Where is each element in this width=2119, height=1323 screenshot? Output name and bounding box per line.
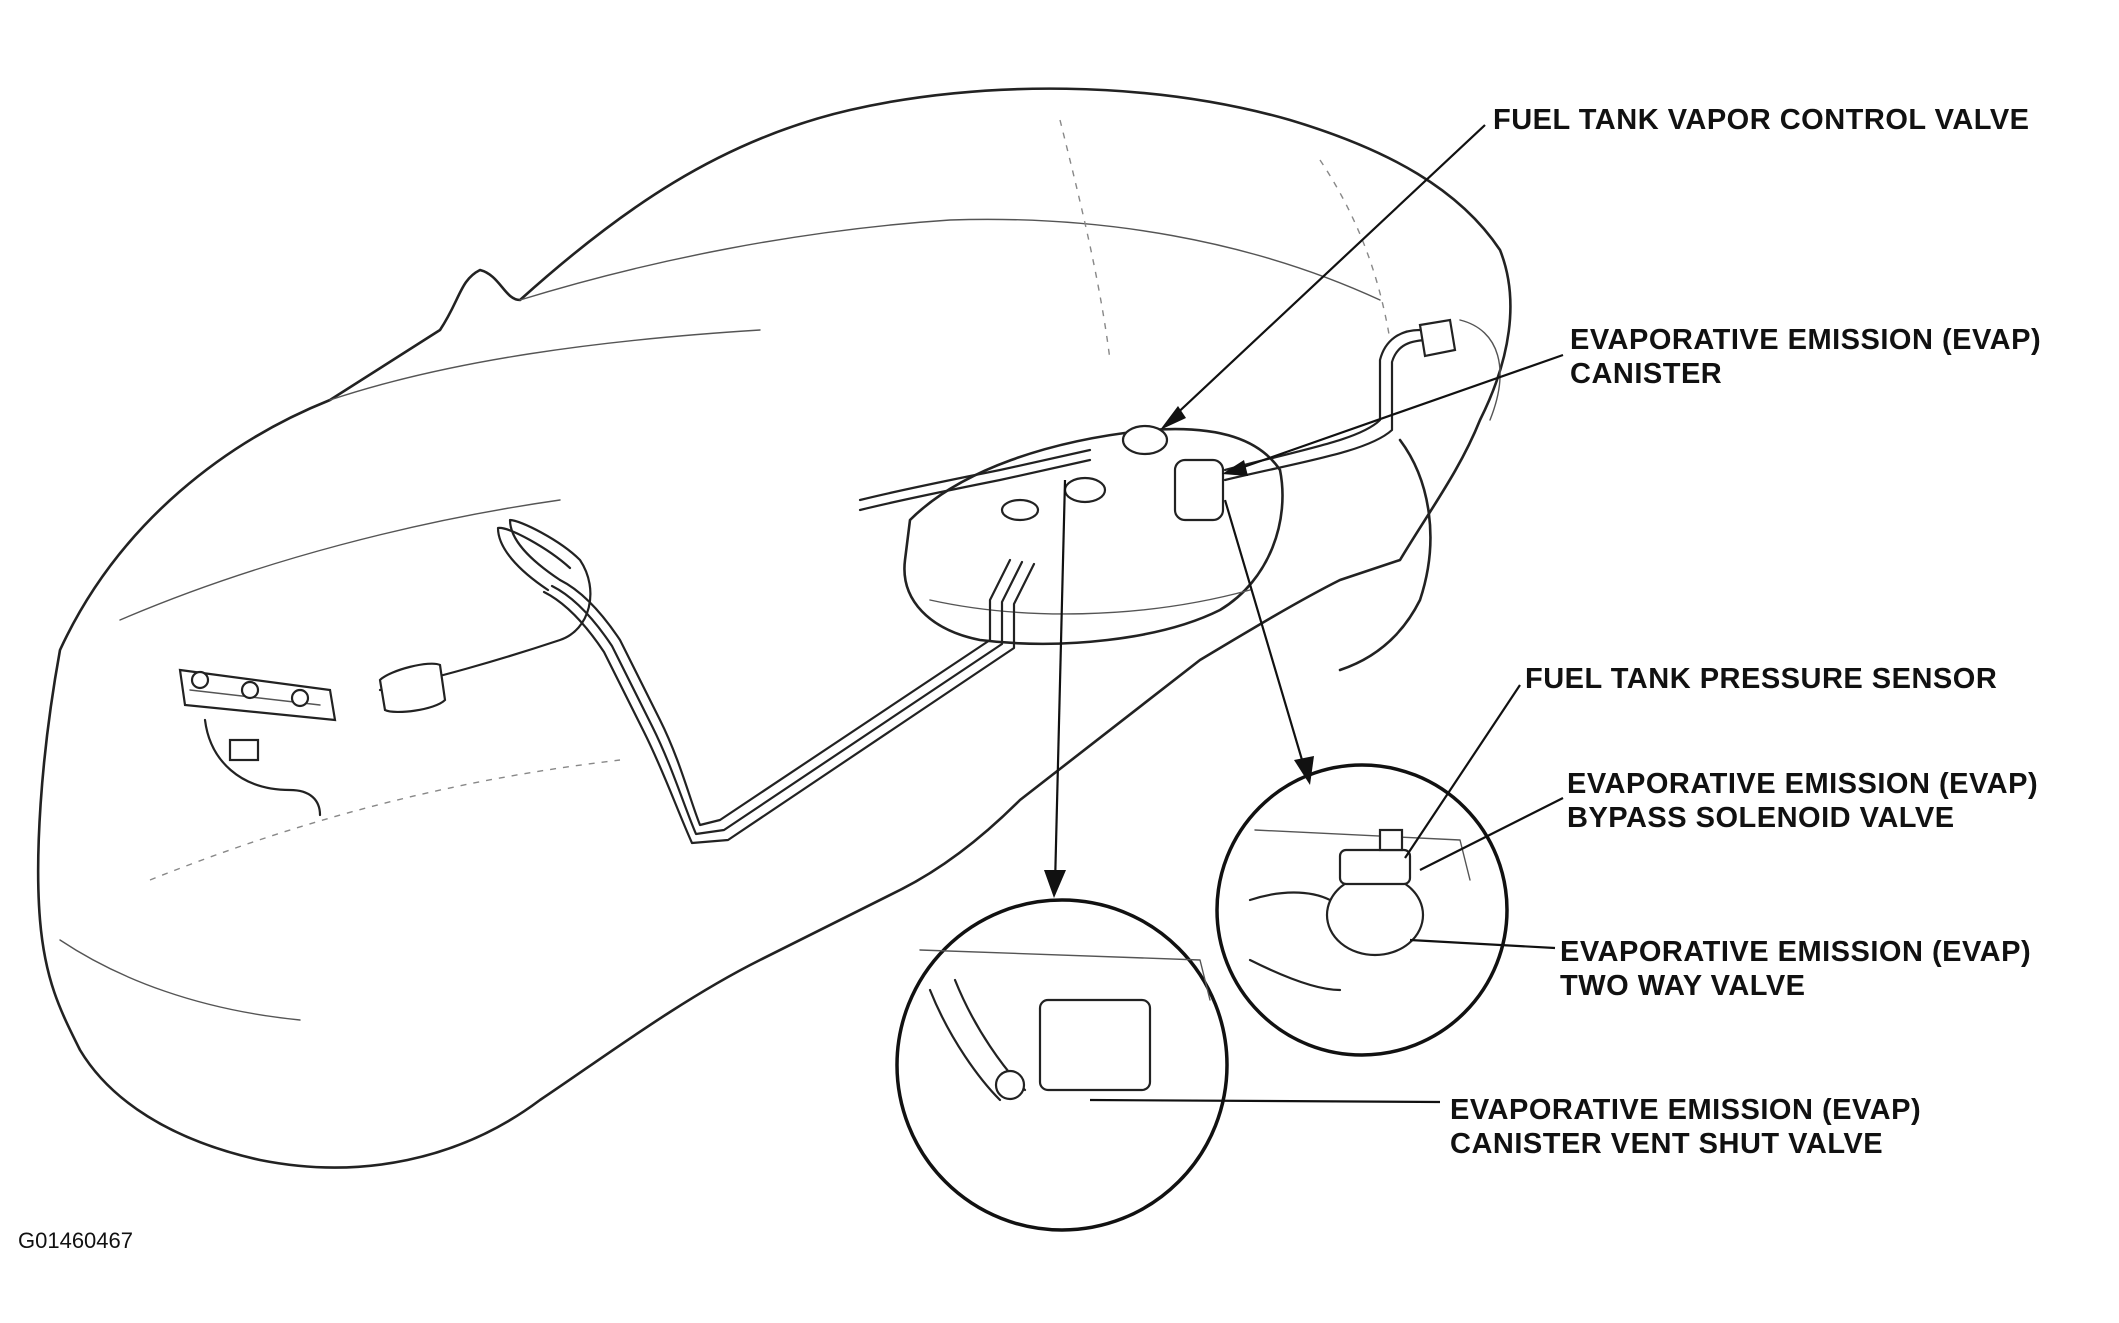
car-side-line	[149, 759, 621, 881]
tank-seam	[929, 589, 1251, 615]
car-windshield-line	[329, 329, 761, 401]
leader-pressure-sensor	[1404, 684, 1521, 859]
vapor-control-valve-part	[1121, 424, 1169, 456]
label-fuel-tank-vapor-control-valve: FUEL TANK VAPOR CONTROL VALVE	[1493, 103, 2030, 137]
canister-hose	[1223, 328, 1422, 472]
label-evap-canister: EVAPORATIVE EMISSION (EVAP) CANISTER	[1570, 323, 2041, 391]
main-line-3	[542, 562, 1036, 845]
fuel-line-2	[858, 458, 1092, 512]
filler-neck-cap	[1418, 318, 1457, 358]
rear-bumper	[1459, 319, 1501, 421]
loop-line-2	[496, 526, 572, 592]
main-line-2	[550, 560, 1024, 836]
label-line: EVAPORATIVE EMISSION (EVAP)	[1570, 324, 2042, 356]
detail-left-group	[895, 898, 1229, 1232]
fuel-lines	[378, 448, 1092, 845]
detail-right-group	[1215, 763, 1509, 1057]
car-front-bumper	[59, 939, 301, 1021]
leader-right-detail	[1223, 499, 1307, 771]
leader-evap-canister	[1234, 353, 1564, 472]
leader-left-detail	[1053, 479, 1067, 886]
label-line: CANISTER	[1570, 358, 1723, 390]
tank-filler-fitting	[1063, 476, 1107, 504]
right-detail-frame	[1254, 829, 1471, 881]
vent-fitting	[994, 1069, 1026, 1101]
main-line-1	[558, 558, 1012, 827]
fuel-line-1	[858, 448, 1092, 502]
car-pillar-line	[1059, 119, 1111, 361]
vent-shut-valve-part	[1038, 998, 1152, 1092]
right-detail-hose	[1248, 891, 1332, 902]
pressure-sensor-part	[1378, 828, 1404, 852]
car-roof-line	[519, 218, 1381, 301]
engine-hose	[203, 718, 322, 817]
leader-two-way-valve	[1409, 938, 1556, 950]
fuel-tank	[903, 424, 1284, 646]
label-evap-canister-vent-shut-valve: EVAPORATIVE EMISSION (EVAP) CANISTER VEN…	[1450, 1093, 1921, 1161]
leader-lines	[1044, 124, 1564, 1104]
car-hood-line	[119, 499, 561, 621]
label-evap-two-way-valve: EVAPORATIVE EMISSION (EVAP) TWO WAY VALV…	[1560, 935, 2031, 1003]
figure-id: G01460467	[18, 1228, 133, 1253]
label-fuel-tank-pressure-sensor: FUEL TANK PRESSURE SENSOR	[1525, 662, 1997, 696]
label-line: EVAPORATIVE EMISSION (EVAP)	[1450, 1094, 1922, 1126]
right-detail-hose-b	[1248, 958, 1342, 992]
arrow-left-detail	[1044, 870, 1066, 898]
bypass-solenoid-part	[1338, 848, 1412, 886]
canister-hose-2	[1223, 338, 1432, 482]
tank-pump-fitting	[1000, 498, 1040, 522]
arrow-vapor-control-valve	[1160, 406, 1186, 430]
engine-bracket	[228, 738, 260, 762]
evap-canister-assembly	[1173, 318, 1457, 522]
vent-detail-frame	[919, 949, 1211, 1001]
injector-3	[290, 688, 310, 708]
fuel-filter	[378, 662, 447, 714]
label-evap-bypass-solenoid-valve: EVAPORATIVE EMISSION (EVAP) BYPASS SOLEN…	[1567, 767, 2038, 835]
injector-2	[240, 680, 260, 700]
leader-vent-shut-valve	[1089, 1098, 1441, 1104]
label-line: EVAPORATIVE EMISSION (EVAP)	[1567, 768, 2039, 800]
label-line: FUEL TANK VAPOR CONTROL VALVE	[1493, 104, 2030, 136]
engine-components	[178, 668, 337, 817]
car-rear-window-line	[1319, 159, 1391, 341]
arrow-evap-canister	[1222, 460, 1248, 476]
label-line: TWO WAY VALVE	[1560, 970, 1806, 1002]
label-line: CANISTER VENT SHUT VALVE	[1450, 1128, 1884, 1160]
car-body	[36, 87, 1512, 1169]
evap-canister-part	[1173, 458, 1225, 522]
leader-bypass-solenoid	[1419, 797, 1564, 871]
label-line: BYPASS SOLENOID VALVE	[1567, 802, 1955, 834]
fuel-tank-outline	[903, 427, 1284, 646]
vent-hose	[928, 988, 1002, 1102]
leader-vapor-control-valve	[1169, 124, 1486, 421]
injector-1	[190, 670, 210, 690]
label-line: FUEL TANK PRESSURE SENSOR	[1525, 663, 1998, 695]
label-line: EVAPORATIVE EMISSION (EVAP)	[1560, 936, 2032, 968]
arrow-right-detail	[1294, 756, 1314, 785]
two-way-valve-part	[1325, 873, 1425, 957]
rear-wheel-arch	[1338, 438, 1432, 672]
loop-line	[378, 518, 592, 692]
